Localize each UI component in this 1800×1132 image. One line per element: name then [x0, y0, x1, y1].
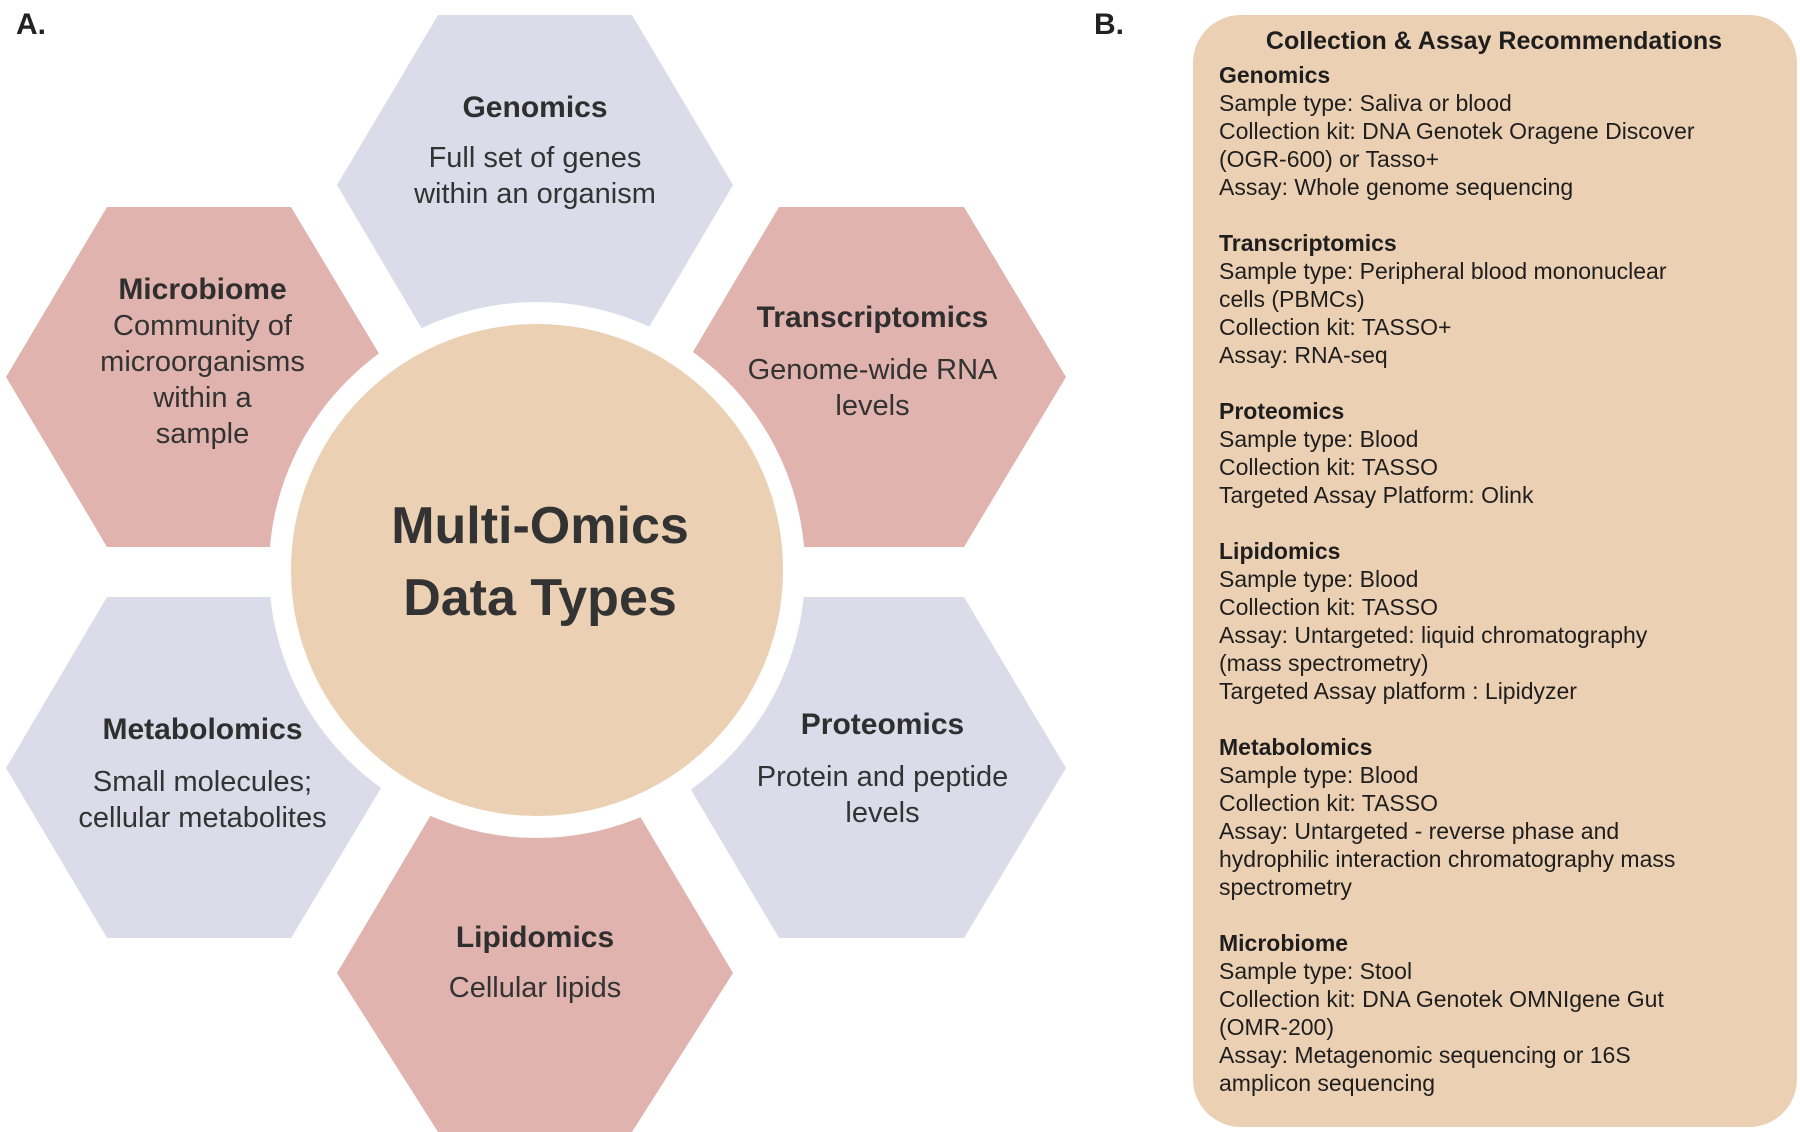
recommendation-heading: Lipidomics	[1219, 538, 1341, 564]
recommendation-line: Collection kit: TASSO	[1219, 594, 1439, 620]
hex-desc-line: Small molecules;	[92, 766, 313, 798]
recommendation-line: (OMR-200)	[1219, 1014, 1335, 1040]
hex-text-transcriptomics: Transcriptomics Genome-wide RNA levels	[680, 300, 1065, 424]
center-circle	[269, 302, 805, 838]
recommendation-line: hydrophilic interaction chromatography m…	[1219, 846, 1676, 872]
recommendation-line: spectrometry	[1219, 874, 1352, 900]
recommendation-line: Targeted Assay Platform: Olink	[1219, 482, 1534, 508]
hex-desc-line: cellular metabolites	[78, 802, 327, 834]
hexagon-genomics	[337, 15, 733, 356]
panel-a-label: A.	[16, 8, 46, 41]
hex-title-proteomics: Proteomics	[800, 708, 965, 741]
hex-title-microbiome: Microbiome	[118, 273, 287, 306]
recommendation-line: (OGR-600) or Tasso+	[1219, 146, 1440, 172]
hex-desc-line: sample	[155, 418, 250, 450]
recommendation-line: Sample type: Blood	[1219, 426, 1419, 452]
recommendation-line: Sample type: Saliva or blood	[1219, 90, 1512, 116]
recommendations-title: Collection & Assay Recommendations	[1265, 27, 1723, 55]
hex-text-metabolomics: Metabolomics Small molecules; cellular m…	[10, 712, 395, 836]
hex-title-metabolomics: Metabolomics	[102, 713, 303, 746]
recommendation-line: amplicon sequencing	[1219, 1070, 1436, 1096]
recommendation-line: (mass spectrometry)	[1219, 650, 1429, 676]
panel-b-label: B.	[1094, 8, 1124, 41]
recommendation-heading: Proteomics	[1219, 398, 1345, 424]
recommendation-line: Sample type: Blood	[1219, 566, 1419, 592]
hex-desc-line: Protein and peptide	[756, 761, 1009, 793]
center-title: Multi-Omics Data Types	[300, 490, 780, 634]
recommendation-heading: Transcriptomics	[1219, 230, 1397, 256]
recommendation-line: cells (PBMCs)	[1219, 286, 1365, 312]
hex-desc-line: Community of	[113, 310, 292, 342]
recommendation-line: Assay: Untargeted: liquid chromatography	[1219, 622, 1648, 648]
recommendation-heading: Microbiome	[1219, 930, 1349, 956]
center-title-line2: Data Types	[403, 569, 677, 627]
recommendations-panel: Collection & Assay Recommendations Genom…	[1193, 15, 1797, 1127]
hex-desc-line: within an organism	[414, 178, 656, 210]
recommendation-line: Sample type: Blood	[1219, 762, 1419, 788]
recommendation-line: Collection kit: TASSO+	[1219, 314, 1452, 340]
hex-desc-line: Cellular lipids	[448, 972, 622, 1004]
hex-title-genomics: Genomics	[462, 91, 608, 124]
recommendation-line: Assay: Whole genome sequencing	[1219, 174, 1574, 200]
recommendation-line: Assay: Untargeted - reverse phase and	[1219, 818, 1620, 844]
recommendation-heading: Genomics	[1219, 62, 1331, 88]
recommendation-line: Sample type: Stool	[1219, 958, 1413, 984]
recommendation-line: Assay: RNA-seq	[1219, 342, 1388, 368]
recommendation-heading: Metabolomics	[1219, 734, 1373, 760]
recommendation-line: Collection kit: DNA Genotek OMNIgene Gut	[1219, 986, 1664, 1012]
recommendation-line: Sample type: Peripheral blood mononuclea…	[1219, 258, 1667, 284]
hex-desc-line: Full set of genes	[428, 142, 642, 174]
multi-omics-diagram	[6, 15, 1066, 1132]
hex-title-lipidomics: Lipidomics	[455, 921, 615, 954]
hex-desc-line: Genome-wide RNA	[747, 354, 998, 386]
hex-desc-line: levels	[835, 390, 910, 422]
hex-desc-line: microorganisms	[100, 346, 305, 378]
hexagon-lipidomics	[337, 803, 733, 1132]
hex-text-genomics: Genomics Full set of genes within an org…	[340, 90, 730, 212]
recommendation-line: Collection kit: TASSO	[1219, 790, 1439, 816]
hex-desc-line: within a	[153, 382, 252, 414]
hex-text-lipidomics: Lipidomics Cellular lipids	[340, 920, 730, 1006]
recommendation-line: Collection kit: DNA Genotek Oragene Disc…	[1219, 118, 1695, 144]
hex-text-microbiome: Microbiome Community of microorganisms w…	[10, 272, 395, 452]
hex-desc-line: levels	[845, 797, 920, 829]
recommendation-line: Targeted Assay platform : Lipidyzer	[1219, 678, 1577, 704]
recommendation-line: Collection kit: TASSO	[1219, 454, 1439, 480]
recommendation-line: Assay: Metagenomic sequencing or 16S	[1219, 1042, 1631, 1068]
hex-text-proteomics: Proteomics Protein and peptide levels	[690, 707, 1075, 831]
hex-title-transcriptomics: Transcriptomics	[756, 301, 989, 334]
center-title-line1: Multi-Omics	[391, 497, 689, 555]
